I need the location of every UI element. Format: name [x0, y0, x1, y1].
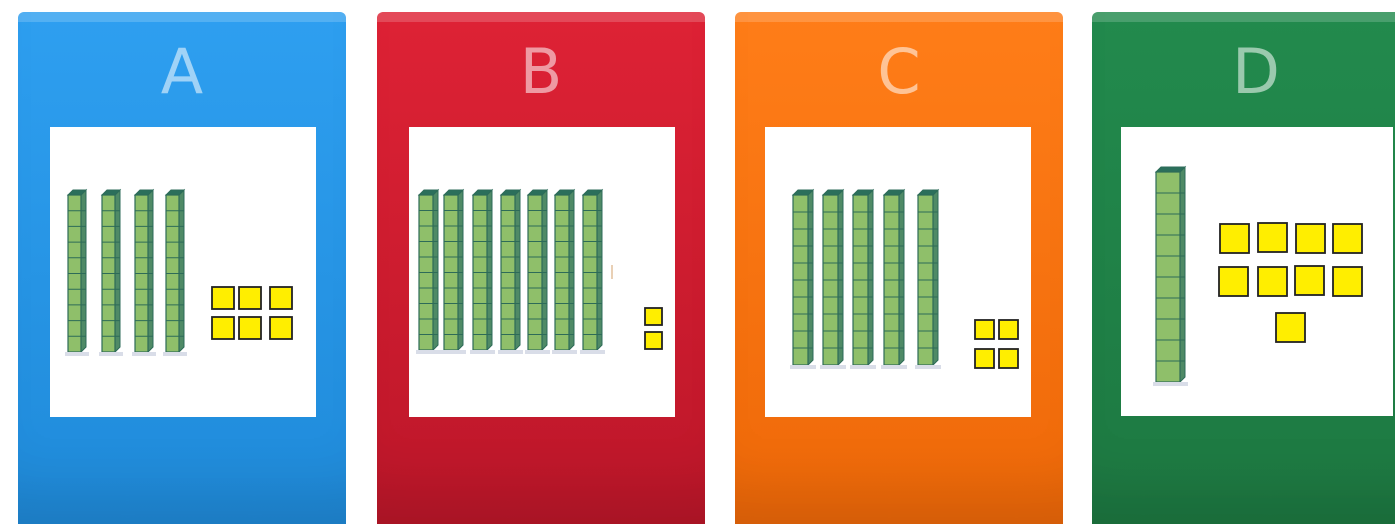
tens-rod	[790, 190, 816, 369]
tens-rod	[470, 190, 495, 354]
answer-letter: C	[735, 32, 1063, 112]
ones-cube	[1295, 266, 1324, 295]
tens-rod	[525, 190, 550, 354]
ones-cube	[999, 349, 1018, 368]
ones-cube	[270, 287, 292, 309]
tens-rod	[850, 190, 876, 369]
tens-rod	[498, 190, 523, 354]
base-ten-blocks-image	[765, 127, 1031, 417]
ones-cube	[1296, 224, 1325, 253]
tens-rod	[552, 190, 577, 354]
tens-rod	[441, 190, 466, 354]
ones-cube	[645, 308, 662, 325]
tens-rod	[65, 190, 89, 356]
answer-letter: A	[18, 32, 346, 112]
ones-cube	[212, 287, 234, 309]
ones-cube	[1333, 267, 1362, 296]
answer-card-b[interactable]: B	[377, 12, 705, 524]
answer-letter: D	[1092, 32, 1395, 112]
answer-card-a[interactable]: A	[18, 12, 346, 524]
answer-card-c[interactable]: C	[735, 12, 1063, 524]
ones-cube	[1258, 223, 1287, 252]
tens-rod	[416, 190, 441, 354]
ones-cube	[975, 320, 994, 339]
tens-rod	[132, 190, 156, 356]
ones-cube	[975, 349, 994, 368]
base-ten-blocks-image	[409, 127, 675, 417]
answer-card-d[interactable]: D	[1092, 12, 1395, 524]
base-ten-blocks-image	[50, 127, 316, 417]
tens-rod	[99, 190, 123, 356]
tens-rod	[1153, 167, 1188, 386]
tens-rod	[881, 190, 907, 369]
answer-letter: B	[377, 32, 705, 112]
ones-cube	[1219, 267, 1248, 296]
ones-cube	[212, 317, 234, 339]
ones-cube	[1220, 224, 1249, 253]
ones-cube	[1258, 267, 1287, 296]
ones-cube	[239, 287, 261, 309]
tens-rod	[915, 190, 941, 369]
tens-rod	[820, 190, 846, 369]
ones-cube	[645, 332, 662, 349]
ones-cube	[999, 320, 1018, 339]
ones-cube	[270, 317, 292, 339]
tens-rod	[580, 190, 605, 354]
ones-cube	[1333, 224, 1362, 253]
tens-rod	[163, 190, 187, 356]
ones-cube	[1276, 313, 1305, 342]
ones-cube	[239, 317, 261, 339]
base-ten-blocks-image	[1121, 127, 1393, 416]
